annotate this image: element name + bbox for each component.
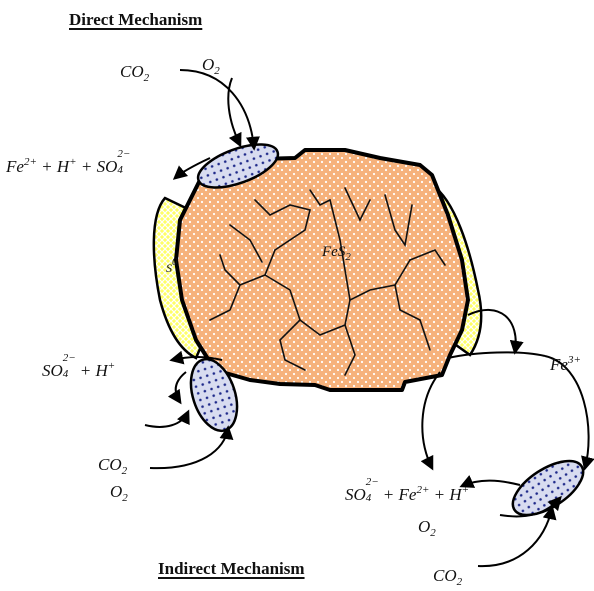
- pyrite-label: FeS2: [322, 244, 351, 263]
- direct-co2-label: CO2: [120, 62, 149, 84]
- bottom-o2-label: O2: [418, 517, 436, 539]
- fe3-label: Fe3+: [550, 354, 581, 375]
- left-co2-label: CO2: [98, 455, 127, 477]
- sulfur-label: S0: [166, 256, 178, 276]
- bottom-co2-label: CO2: [433, 566, 462, 588]
- direct-o2-label: O2: [202, 55, 220, 77]
- bacterium-cell-bottom: [504, 450, 592, 525]
- indirect-mechanism-heading: Indirect Mechanism: [158, 559, 305, 579]
- left-o2-label: O2: [110, 482, 128, 504]
- direct-mechanism-heading: Direct Mechanism: [69, 10, 202, 30]
